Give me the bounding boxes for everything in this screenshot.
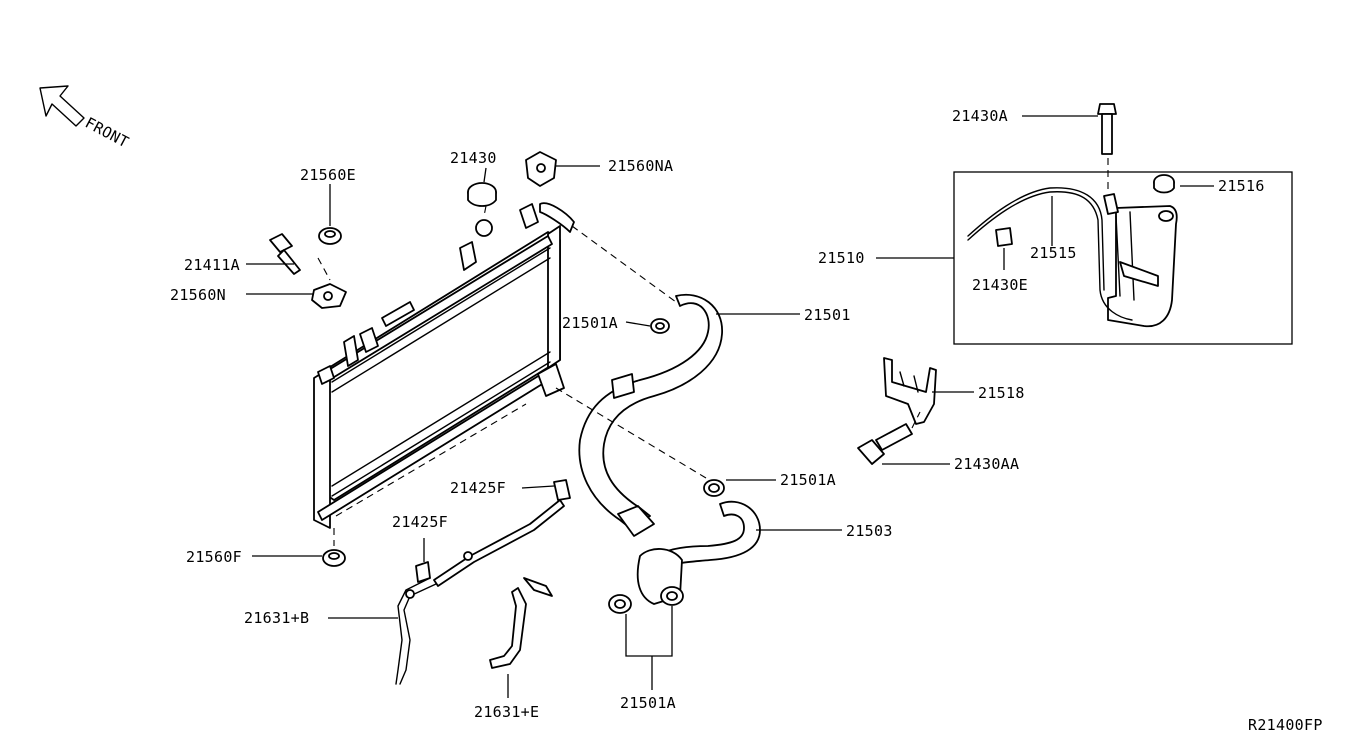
label-21430AA: 21430AA [954,455,1019,473]
bolt-21411A [269,233,301,275]
clamp-21501A-upper [650,318,670,334]
label-21501: 21501 [804,306,851,324]
leader-lines [246,115,1214,698]
hose-21631E [489,577,553,669]
label-21411A: 21411A [184,256,240,274]
label-21501A-bottom: 21501A [620,694,676,712]
label-21516: 21516 [1218,177,1265,195]
label-21501A-top: 21501A [562,314,618,332]
radiator [313,202,575,529]
reservoir-cap [1153,174,1175,194]
label-21425F-low: 21425F [392,513,448,531]
mount-rubber-21560E [318,227,342,245]
bracket-21518 [883,357,937,425]
clamp-21501A-middle [703,479,725,497]
alignment-line [335,403,527,517]
alignment-line [483,205,487,217]
bolt-21430A [1097,103,1117,155]
label-21501A-middle: 21501A [780,471,836,489]
lower-hose [636,500,761,605]
alignment-line [555,387,707,479]
hose-21631B [395,577,437,685]
clamp-21501A-lower-right [660,586,684,606]
front-label: FRONT [82,114,132,152]
label-21425F-top: 21425F [450,479,506,497]
label-21503: 21503 [846,522,893,540]
oil-cooler-hose-upper [433,479,571,587]
label-21515: 21515 [1030,244,1077,262]
label-21560F: 21560F [186,548,242,566]
label-21560NA: 21560NA [608,157,673,175]
alignment-line [317,257,331,281]
bolt-21430AA [857,423,913,465]
label-21430: 21430 [450,149,497,167]
label-21631B: 21631+B [244,609,309,627]
label-21560E: 21560E [300,166,356,184]
radiator-cap [467,182,497,207]
label-21518: 21518 [978,384,1025,402]
mount-rubber-21560F [322,549,346,567]
upper-hose [578,293,723,537]
label-21560N: 21560N [170,286,226,304]
label-21430E: 21430E [972,276,1028,294]
label-21631E: 21631+E [474,703,539,721]
part-labels: 21430A 21516 21430 21560NA 21560E 21411A… [170,107,1323,734]
reservoir-tank-assembly [953,171,1293,345]
front-direction-arrow: FRONT [39,85,132,152]
label-21510: 21510 [818,249,865,267]
alignment-line [571,225,677,303]
diagram-code: R21400FP [1248,716,1323,734]
label-21430A: 21430A [952,107,1008,125]
alignment-line [911,411,921,429]
clamp-21501A-lower-left [608,594,632,614]
